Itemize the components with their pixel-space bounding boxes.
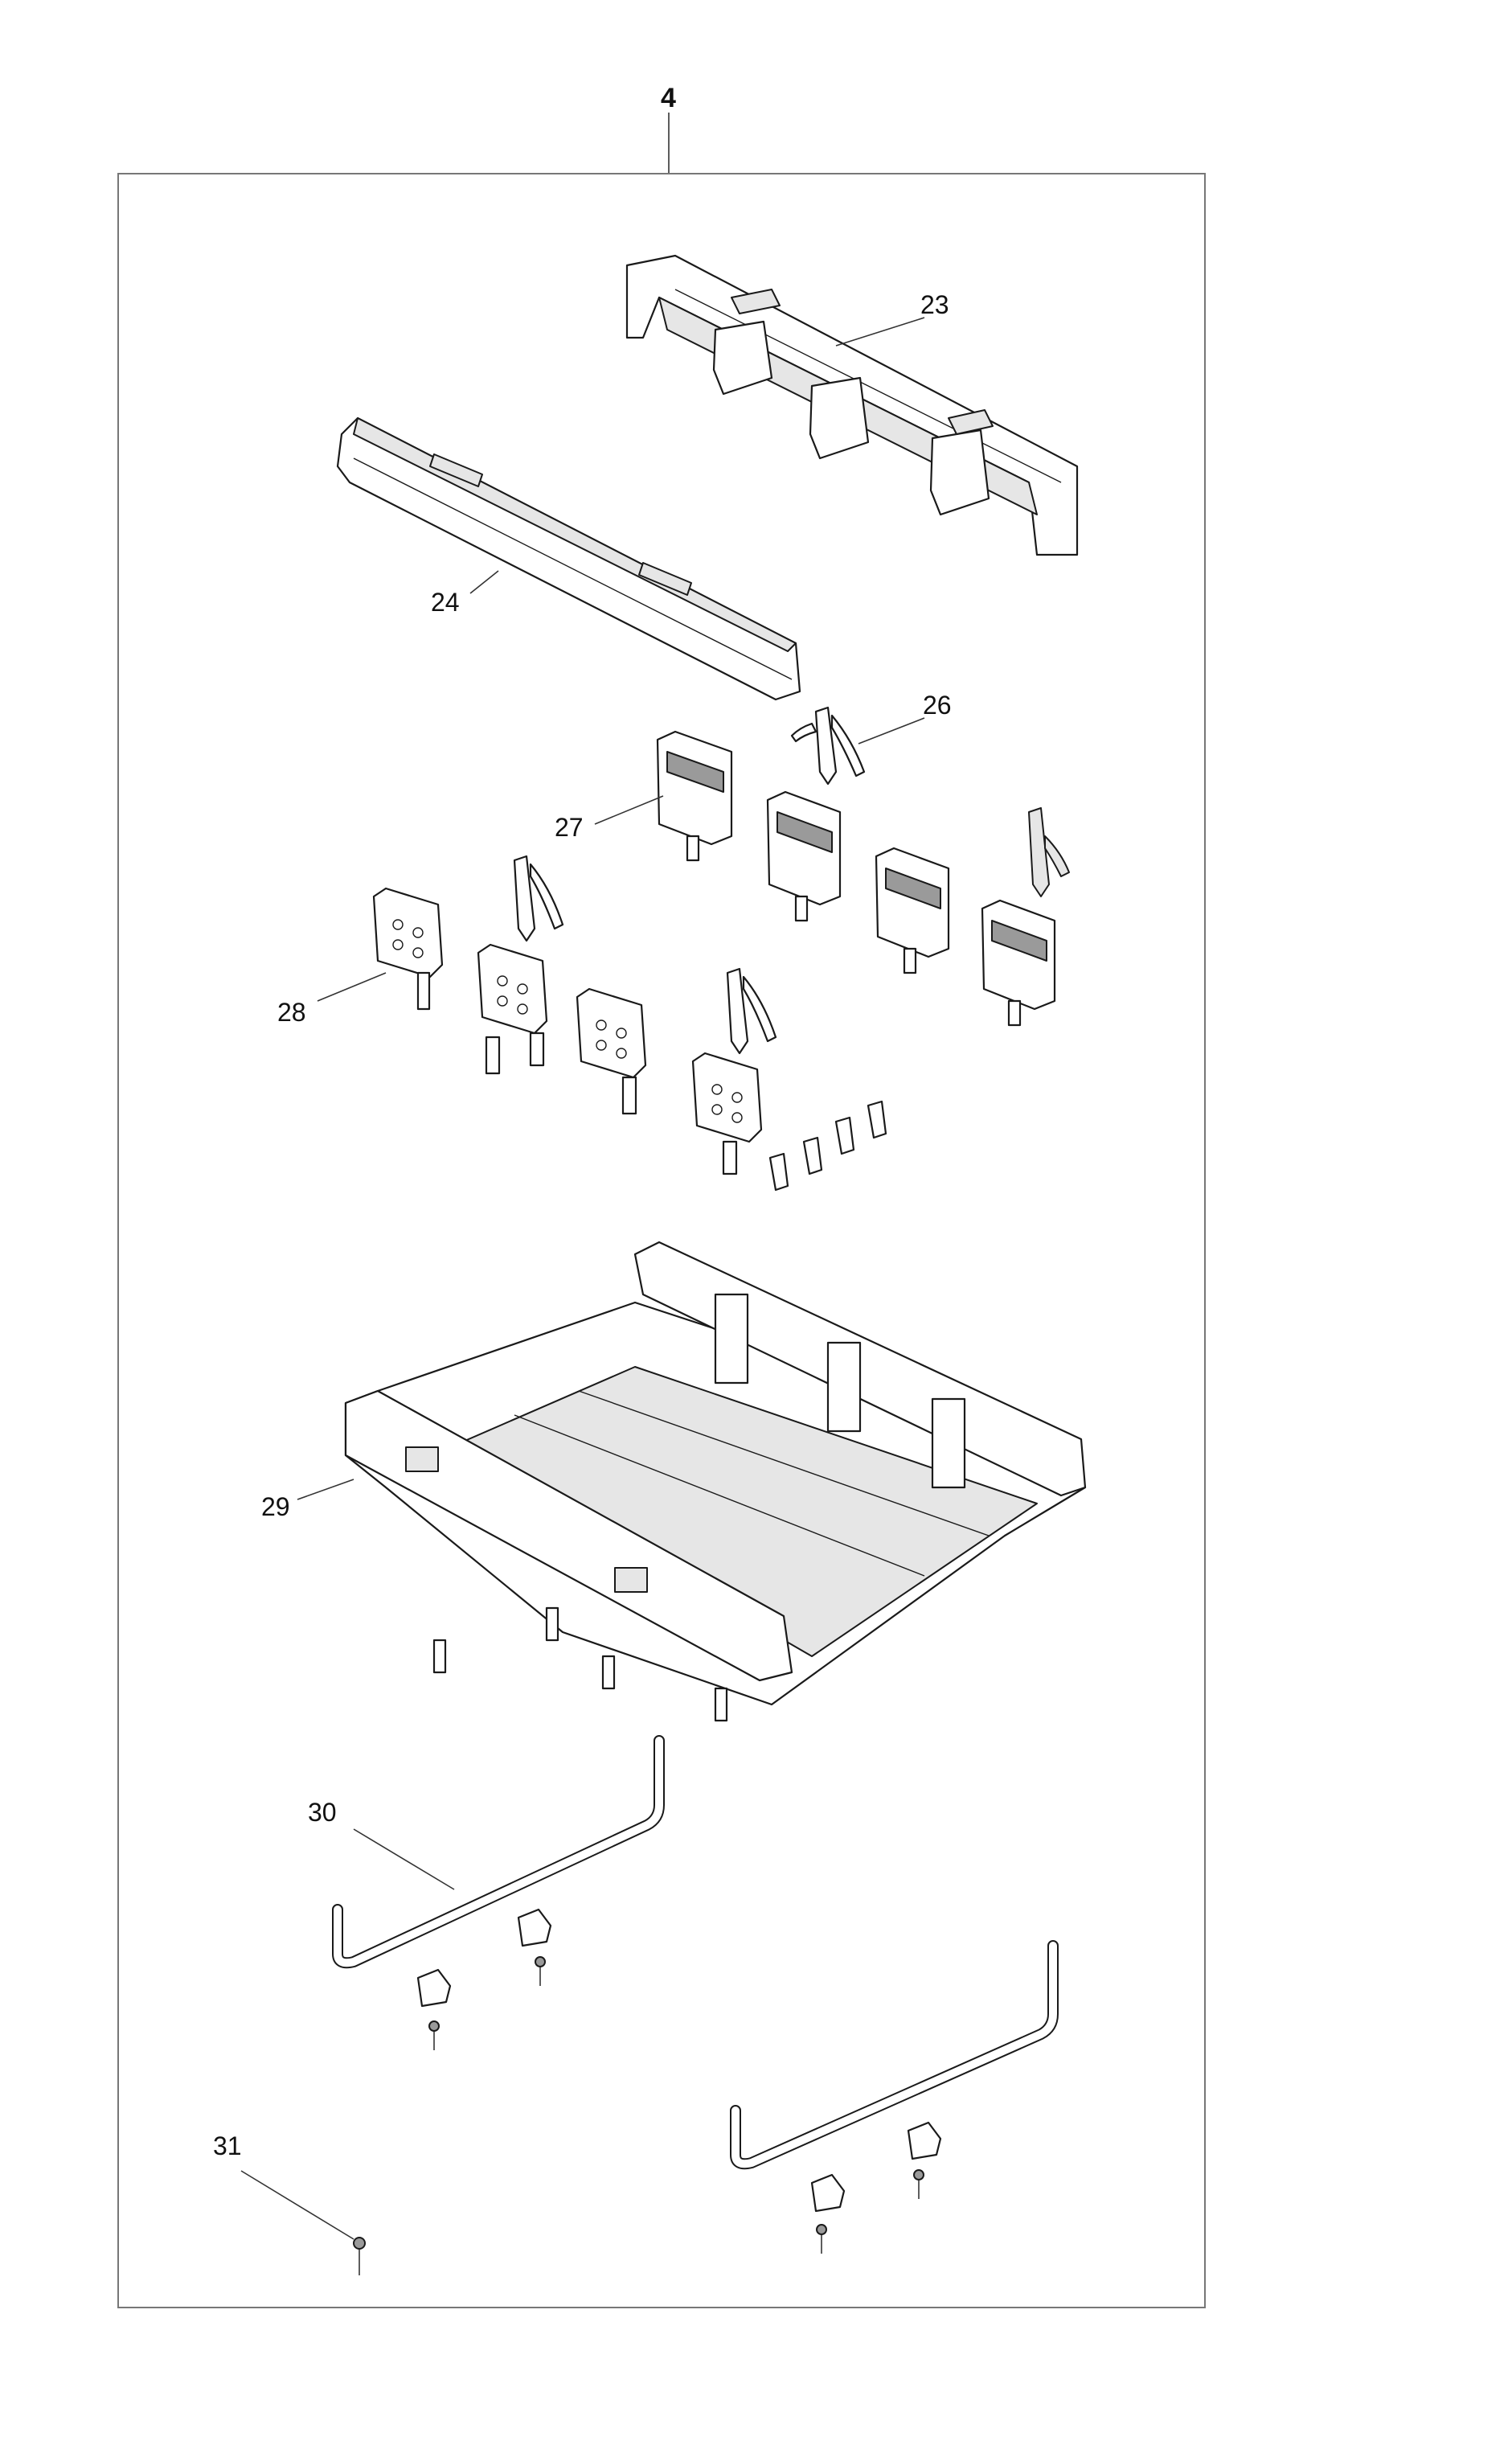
- part-26-contact-fork: [1028, 807, 1070, 897]
- part-27-relay-block: [656, 730, 733, 862]
- callout-29: 29: [261, 1492, 290, 1521]
- callout-28: 28: [277, 998, 306, 1027]
- callout-29-leader: [297, 1479, 354, 1500]
- callout-23: 23: [920, 290, 949, 319]
- part-26-contact-fork: [790, 706, 866, 786]
- part-30-handle-rod: [332, 1735, 665, 1969]
- assembly-frame: [117, 173, 1206, 2308]
- assembly-number-label: 4: [661, 83, 676, 113]
- callout-28-leader: [317, 972, 387, 1002]
- part-27-relay-block: [981, 899, 1056, 1027]
- part-30-screw: [428, 1956, 924, 2254]
- part-26-contact-fork: [513, 855, 564, 942]
- part-28-small-clip: [768, 1100, 887, 1192]
- callout-30-leader: [353, 1828, 455, 1890]
- part-28-terminal-plate: [691, 1052, 763, 1175]
- callout-30: 30: [308, 1798, 337, 1827]
- callout-26: 26: [923, 691, 952, 720]
- callout-31: 31: [213, 2131, 242, 2160]
- part-27-relay-block: [875, 847, 950, 974]
- callout-26-leader: [858, 717, 925, 745]
- part-30-rod-clip: [416, 1908, 942, 2213]
- callout-23-leader: [835, 317, 925, 347]
- part-28-terminal-plate: [576, 987, 647, 1115]
- part-24-long-bar: [336, 416, 801, 701]
- part-31-screw: [353, 2237, 366, 2275]
- callout-27: 27: [555, 813, 584, 842]
- part-28-terminal-plate: [372, 887, 444, 1011]
- callout-27-leader: [594, 795, 664, 825]
- part-26-contact-fork: [726, 967, 777, 1055]
- part-30-handle-rod: [730, 1940, 1059, 2170]
- part-27-relay-block: [766, 790, 842, 922]
- callout-24: 24: [431, 588, 460, 617]
- part-23-top-rail: [625, 254, 1079, 556]
- part-28-terminal-plate: [477, 943, 548, 1075]
- part-29-base-tray: [344, 1241, 1087, 1722]
- callout-24-leader: [469, 570, 499, 594]
- callout-31-leader: [240, 2170, 354, 2240]
